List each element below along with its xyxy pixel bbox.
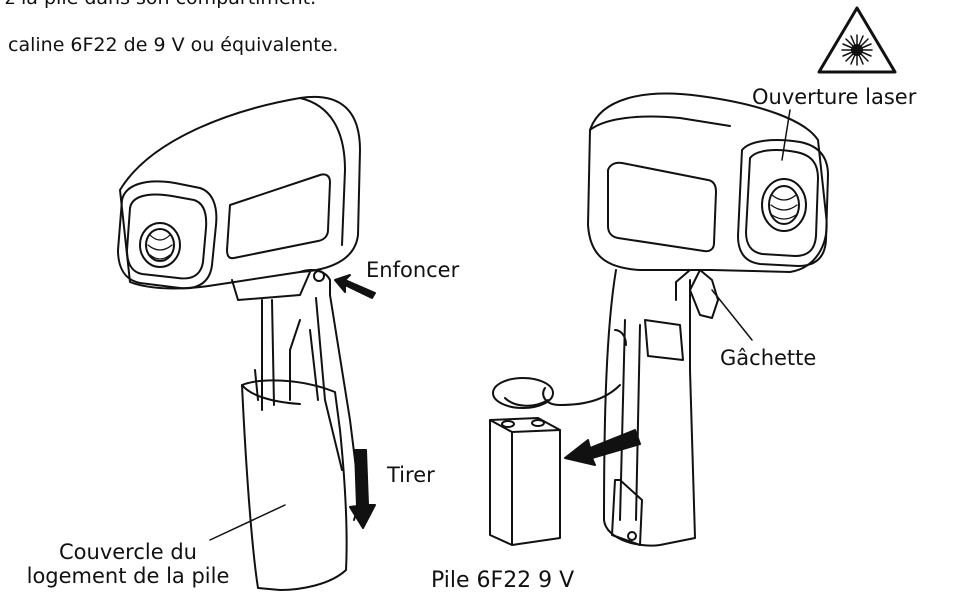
header-line-1: z la pile dans son compartiment. — [5, 0, 316, 10]
label-cover-line-1: Couvercle du — [59, 540, 197, 564]
label-cover-line-2: logement de la pile — [26, 564, 230, 589]
label-battery-cover: Couvercle du logement de la pile — [8, 540, 248, 588]
header-line-2: caline 6F22 de 9 V ou équivalente. — [8, 34, 339, 56]
label-battery: Pile 6F22 9 V — [431, 568, 575, 593]
label-pull: Tirer — [387, 463, 435, 487]
label-laser-aperture: Ouverture laser — [752, 85, 917, 109]
label-press: Enfoncer — [366, 258, 460, 282]
label-trigger: Gâchette — [720, 346, 817, 370]
left-thermometer-illustration — [117, 95, 376, 591]
laser-warning-icon — [817, 6, 897, 74]
right-thermometer-illustration — [489, 92, 829, 547]
